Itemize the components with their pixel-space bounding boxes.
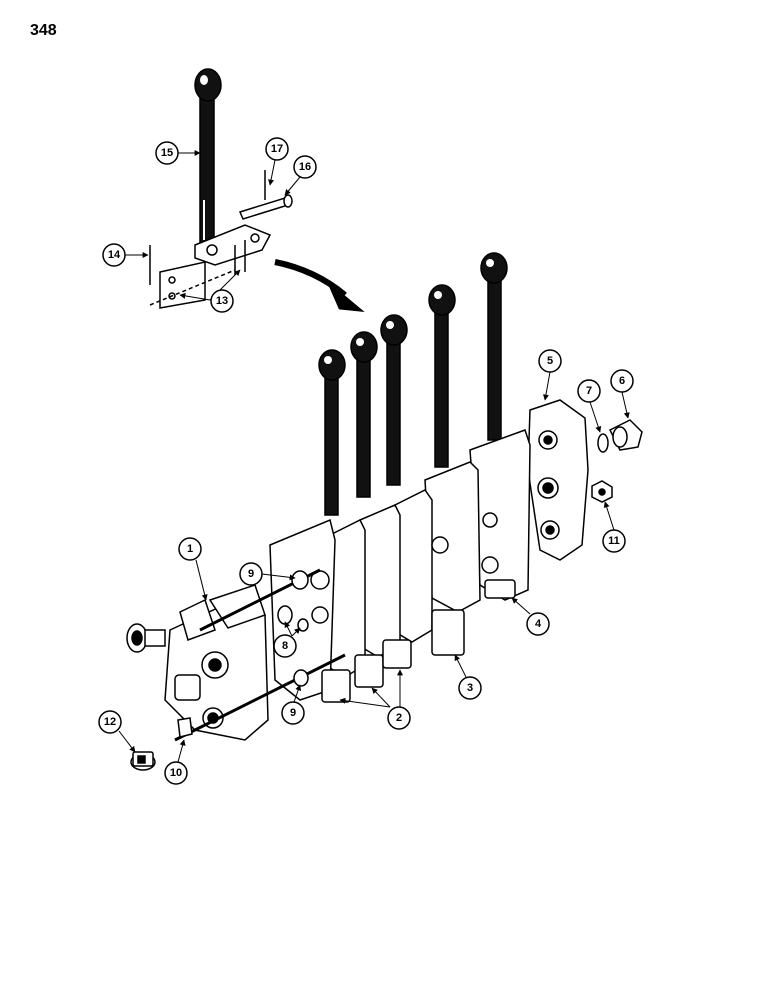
control-lever-5 [480,252,508,441]
seals [277,570,309,687]
detail-to-assembly-arrow [274,259,347,298]
callout-7: 7 [577,379,601,403]
svg-text:6: 6 [619,375,625,387]
control-lever-3 [380,314,408,486]
detail-lever-handle [194,68,222,246]
callout-13: 13 [210,289,234,313]
callout-10: 10 [164,761,188,785]
callout-5: 5 [538,349,562,373]
callout-3: 3 [458,676,482,700]
control-levers [318,252,508,516]
callouts: 15 17 16 14 13 5 7 6 11 1 9 8 4 3 2 9 12… [98,137,634,785]
svg-text:10: 10 [170,767,182,779]
outlet-o-ring [597,433,609,453]
spool-caps [321,579,516,703]
port-plug [130,751,156,771]
svg-text:14: 14 [108,249,121,261]
callout-9-lower: 9 [281,701,305,725]
callout-12: 12 [98,710,122,734]
valve-section-4 [424,461,481,613]
leader-lines [118,150,630,763]
svg-text:9: 9 [248,568,254,580]
svg-text:7: 7 [586,385,592,397]
valve-sections [269,429,531,701]
svg-text:9: 9 [290,707,296,719]
svg-text:3: 3 [467,682,473,694]
control-lever-4 [428,284,456,468]
callout-17: 17 [265,137,289,161]
outlet-end-cover [527,399,589,561]
detail-bolt [238,194,293,220]
tie-rod-nut [177,717,193,738]
svg-text:5: 5 [547,355,553,367]
svg-text:8: 8 [282,640,288,652]
callout-2: 2 [387,706,411,730]
inlet-end-cover [164,584,269,741]
control-lever-1 [318,349,346,516]
callout-6: 6 [610,369,634,393]
svg-text:11: 11 [608,535,620,547]
control-lever-2 [350,331,378,498]
detail-assembly-line [149,269,236,306]
svg-text:12: 12 [104,716,116,728]
callout-14: 14 [102,243,126,267]
svg-text:13: 13 [216,295,228,307]
relief-valve-knob [126,623,166,653]
detail-cotter-pin [149,170,266,285]
svg-text:17: 17 [271,143,283,155]
outlet-fitting [608,419,643,451]
callout-1: 1 [178,537,202,561]
callout-15: 15 [155,141,179,165]
relief-valve-body [179,598,216,641]
svg-text:16: 16 [299,161,311,173]
callout-9-upper: 9 [239,562,263,586]
detail-arrow-head [328,283,365,312]
callout-16: 16 [293,155,317,179]
callout-8: 8 [273,634,297,658]
svg-text:1: 1 [187,543,193,555]
callout-4: 4 [526,612,550,636]
detail-link-bracket [194,224,272,266]
lever-detail-inset [149,68,293,309]
callout-11: 11 [602,529,626,553]
svg-text:4: 4 [535,618,542,630]
tie-rod-end-nut [591,480,613,503]
page-number: 348 [30,22,57,39]
svg-text:15: 15 [161,147,173,159]
svg-text:2: 2 [396,712,402,724]
